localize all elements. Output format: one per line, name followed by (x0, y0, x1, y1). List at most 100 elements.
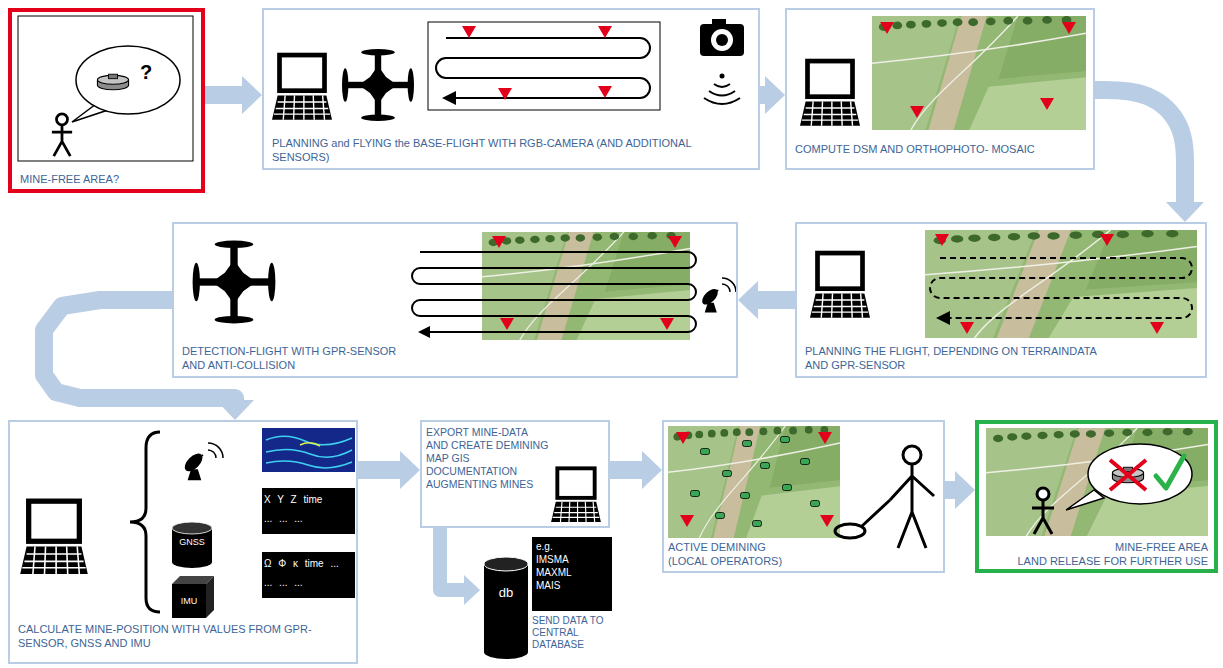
database-symbol (484, 557, 528, 571)
flight-path (442, 91, 456, 105)
mine-marker (691, 491, 700, 497)
camera-icon (700, 19, 744, 56)
flight-path (418, 326, 430, 338)
ground-control-point (680, 515, 694, 527)
flow-arrow (758, 291, 795, 309)
data-table (262, 488, 355, 534)
step-label: DETECTION-FLIGHT WITH GPR-SENSOR AND ANT… (182, 344, 407, 372)
laptop-icon (810, 253, 870, 318)
sensor-signal (714, 84, 730, 87)
deminer-figure (862, 500, 890, 526)
radar-waves (722, 278, 736, 292)
ground-control-point (660, 318, 674, 330)
deminer-figure (835, 524, 865, 538)
flow-arrow (760, 86, 765, 104)
end-box: MINE-FREE AREALAND RELEASE FOR FURTHER U… (975, 420, 1218, 573)
person-icon (52, 114, 72, 156)
mine-marker (811, 501, 820, 507)
camera-icon (712, 19, 726, 26)
released-area-sketch (986, 428, 1208, 536)
planned-path (930, 258, 1192, 318)
flight-path (436, 38, 650, 98)
ground-control-point (880, 22, 894, 34)
flow-arrow (440, 528, 464, 590)
connector-group (44, 90, 1185, 590)
gnss-symbol (172, 522, 212, 534)
step-label: SEND DATA TO CENTRAL DATABASE (532, 615, 614, 651)
drone-icon (193, 241, 276, 324)
mine-marker (783, 485, 792, 491)
step-label: PLANNING THE FLIGHT, DEPENDING ON TERRAI… (805, 344, 1105, 372)
data-table-cell: X Y Z time (264, 493, 353, 506)
process-box: COMPUTE DSM AND ORTHOPHOTO- MOSAIC (785, 8, 1095, 170)
radar-icon (699, 286, 720, 312)
flight-planning-sketch (810, 230, 1197, 338)
sensor-signal (704, 74, 740, 105)
sensor-label: IMU (172, 596, 206, 607)
sensor-label: GNSS (172, 537, 212, 548)
check-mark (1156, 456, 1184, 488)
sensor-signal (720, 74, 725, 79)
flow-arrow (205, 86, 242, 104)
process-box: PLANNING THE FLIGHT, DEPENDING ON TERRAI… (795, 222, 1207, 378)
database-symbol (532, 537, 612, 611)
ground-control-point (910, 106, 924, 118)
data-table-cell: ... ... ... (264, 512, 353, 525)
ground-control-point (960, 322, 974, 334)
position-calculation-sketch (20, 428, 355, 618)
imu-symbol (172, 576, 214, 618)
flow-arrow (1095, 90, 1185, 202)
orthophoto (925, 230, 1197, 338)
camera-icon (716, 34, 728, 46)
radargram (266, 461, 352, 468)
step-label: CALCULATE MINE-POSITION WITH VALUES FROM… (18, 622, 348, 650)
area-sketch (18, 16, 193, 161)
laptop-icon (20, 501, 88, 574)
base-flight-sketch (272, 19, 744, 121)
laptop-icon (551, 468, 601, 522)
speech-bubble (76, 46, 180, 114)
process-box: ACTIVE DEMINING (LOCAL OPERATORS) (662, 420, 945, 573)
laptop-icon (800, 61, 860, 126)
mine-marker (743, 441, 752, 447)
radar-waves (208, 443, 223, 458)
data-table-cell: Ω Φ κ time ... (264, 557, 353, 570)
mine-marker (781, 437, 790, 443)
flow-arrow (945, 481, 955, 499)
mine-marker (741, 493, 750, 499)
ground-control-point (818, 432, 832, 444)
flight-path (412, 252, 696, 332)
area-sketch (18, 16, 193, 161)
ground-control-point (820, 515, 834, 527)
deminer-figure (903, 446, 921, 464)
data-table (262, 552, 355, 598)
database-format-list: e.g. IMSMA MAXML MAIS (536, 540, 586, 592)
mine-icon (97, 74, 128, 90)
ground-control-point (935, 234, 949, 246)
orthophoto-sketch (800, 16, 1086, 130)
step-label: COMPUTE DSM AND ORTHOPHOTO- MOSAIC (795, 142, 1085, 156)
imu-symbol (206, 576, 214, 618)
process-box: DETECTION-FLIGHT WITH GPR-SENSOR AND ANT… (172, 222, 738, 378)
step-label: EXPORT MINE-DATA AND CREATE DEMINING MAP… (426, 426, 550, 491)
person-icon (1032, 488, 1054, 534)
radargram (262, 428, 355, 472)
step-label: MINE-FREE AREA (983, 540, 1208, 554)
step-label: LAND RELEASE FOR FURTHER USE (983, 554, 1208, 568)
mine-marker (723, 471, 732, 477)
step-label: ACTIVE DEMINING (LOCAL OPERATORS) (668, 540, 808, 568)
ground-control-point (1040, 98, 1054, 110)
sensor-signal (709, 91, 735, 96)
brace (130, 432, 160, 612)
drone-icon (342, 49, 414, 121)
speech-bubble (1088, 444, 1192, 504)
flow-arrow (610, 461, 642, 479)
cross-mark (1110, 460, 1146, 490)
mine-marker (761, 463, 770, 469)
mine-marker (716, 513, 725, 519)
data-table-cell: ... ... ... (264, 576, 353, 589)
step-label: MINE-FREE AREA? (20, 172, 195, 186)
imu-symbol (172, 584, 206, 618)
process-box: PLANNING and FLYING the BASE-FLIGHT WITH… (262, 8, 760, 170)
